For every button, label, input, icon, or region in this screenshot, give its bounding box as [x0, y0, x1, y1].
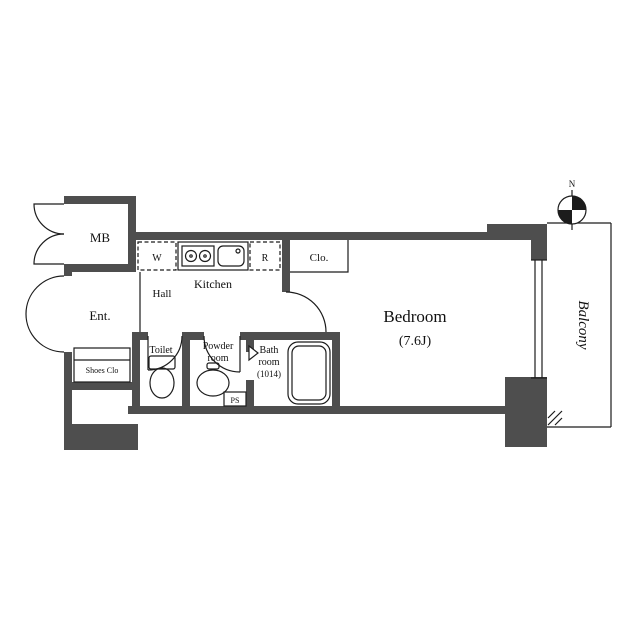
label-pipe-space: PS: [231, 396, 240, 405]
wall-top-right-block: [487, 224, 547, 240]
toilet-door-arc: [147, 335, 183, 371]
balcony-hatch-3: [554, 417, 563, 426]
label-bath-room-line1: Bath: [260, 345, 279, 356]
wall-mb-bottom: [64, 264, 136, 272]
label-bath-room-line3: (1014): [257, 369, 281, 379]
wall-bottom-left-block: [64, 424, 138, 450]
wall-mb-top: [64, 196, 136, 204]
compass-quadrant-ne: [572, 196, 586, 210]
wall-bottom-main: [128, 406, 518, 414]
wall-wet-top-3: [240, 332, 340, 340]
stove-icon: [181, 245, 215, 267]
kitchen-sink-icon: [217, 245, 245, 267]
wall-bath-right: [332, 340, 340, 414]
stove-burner-dot-icon: [189, 254, 193, 258]
kitchen-counter: [177, 241, 249, 271]
bath-door-icon: [248, 344, 259, 362]
entrance-door-arc: [25, 275, 65, 353]
bathtub-inner-icon: [291, 345, 327, 401]
washer-box: [137, 241, 177, 271]
closet-outline: [290, 240, 349, 273]
wall-bedroom-left: [282, 240, 290, 292]
label-mb: MB: [90, 230, 111, 245]
label-kitchen: Kitchen: [194, 277, 232, 291]
powder-door-arc: [203, 335, 241, 373]
compass-quadrant-sw: [558, 210, 572, 224]
wall-wet-top-1: [132, 332, 148, 340]
label-entrance: Ent.: [89, 308, 110, 323]
wall-toilet-powder: [182, 340, 190, 406]
label-powder-room-line1: Powder: [203, 341, 234, 352]
label-powder-room-line2: room: [207, 353, 228, 364]
wall-right-stub-top: [531, 240, 547, 260]
wall-left-lower: [64, 352, 72, 450]
compass-icon: [557, 190, 587, 230]
label-toilet: Toilet: [149, 345, 172, 356]
label-refrigerator: R: [262, 253, 269, 264]
wall-powder-bath-bottom: [246, 380, 254, 406]
wall-toilet-left: [132, 332, 140, 414]
label-hall: Hall: [153, 288, 172, 300]
label-bedroom-size: (7.6J): [399, 334, 432, 349]
wall-wet-top-2: [182, 332, 204, 340]
mb-door-upper-arc: [33, 203, 65, 235]
basin-icon: [196, 369, 230, 397]
wall-entrance-bottom: [64, 382, 140, 390]
toilet-tank-icon: [148, 355, 176, 370]
label-washer: W: [152, 253, 162, 264]
label-bedroom: Bedroom: [383, 307, 446, 326]
compass-quadrants: [558, 196, 586, 224]
balcony-hatch-1: [547, 410, 563, 426]
mb-door-lower-arc: [33, 233, 65, 265]
faucet-icon: [235, 248, 241, 254]
labels: MB W Kitchen R Clo. Hall Ent. Shoes Clo …: [86, 179, 591, 405]
balcony-outline: [547, 222, 612, 428]
balcony-hatch-2: [547, 410, 556, 419]
label-shoes-closet: Shoes Clo: [86, 366, 119, 375]
label-balcony: Balcony: [575, 300, 591, 349]
toilet-bowl-icon: [149, 367, 175, 399]
stove-burner-icon: [198, 249, 212, 263]
shoes-closet-box: [73, 347, 131, 383]
pipe-space-box: [223, 391, 247, 407]
refrigerator-box: [249, 241, 281, 271]
wall-powder-bath-top: [246, 340, 254, 352]
wall-left-mid: [64, 264, 72, 276]
fixtures-and-doors: [25, 203, 547, 407]
bathtub-icon: [287, 341, 331, 405]
bedroom-door-arc: [285, 291, 327, 333]
label-compass-north: N: [569, 179, 576, 189]
wall-top-main: [128, 232, 488, 240]
label-bath-room-line2: room: [258, 357, 279, 368]
walls: [64, 196, 547, 450]
stove-burner-icon: [184, 249, 198, 263]
stove-burner-dot-icon: [203, 254, 207, 258]
label-closet: Clo.: [310, 252, 329, 264]
